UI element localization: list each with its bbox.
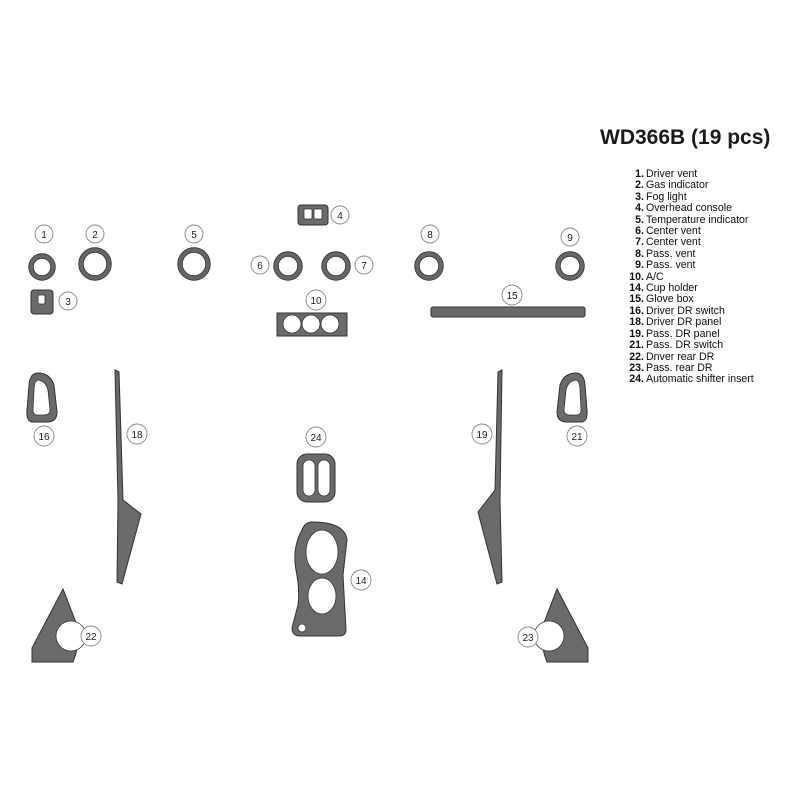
svg-text:16: 16 xyxy=(38,432,50,443)
part-3-fog-light xyxy=(30,289,54,315)
part-22-driver-rear-dr xyxy=(31,587,87,663)
legend-item: 4.Overhead console xyxy=(635,202,732,215)
part-23-pass-rear-dr xyxy=(533,587,589,663)
part-15-glove-box xyxy=(430,306,586,318)
svg-text:1: 1 xyxy=(41,230,47,241)
svg-text:15: 15 xyxy=(506,291,518,302)
legend-item: 9.Pass. vent xyxy=(635,259,696,272)
callout-2: 2 xyxy=(85,224,105,244)
svg-text:18: 18 xyxy=(131,430,143,441)
part-18-driver-dr-panel xyxy=(114,369,142,585)
kit-title: WD366B (19 pcs) xyxy=(600,126,771,149)
callout-10: 10 xyxy=(305,289,327,311)
part-16-driver-dr-switch xyxy=(26,372,58,423)
legend-item: 19.Pass. DR panel xyxy=(629,327,720,340)
callout-19: 19 xyxy=(471,423,493,445)
svg-text:2: 2 xyxy=(92,230,98,241)
callout-23: 23 xyxy=(517,626,539,648)
callout-24: 24 xyxy=(305,426,327,448)
legend-item: 10.A/C xyxy=(629,270,664,283)
part-14-cup-holder xyxy=(291,521,348,637)
callout-6: 6 xyxy=(250,255,270,275)
legend-item: 24.Automatic shifter insert xyxy=(629,373,754,386)
part-19-pass-dr-panel xyxy=(477,369,503,585)
svg-text:23: 23 xyxy=(522,633,534,644)
svg-text:8: 8 xyxy=(427,230,433,241)
part-4-overhead-console xyxy=(297,204,329,226)
callout-4: 4 xyxy=(330,205,350,225)
svg-text:24: 24 xyxy=(310,433,322,444)
callout-22: 22 xyxy=(80,625,102,647)
legend-item: 5.Temperature indicator xyxy=(635,213,749,226)
part-5-temperature-indicator xyxy=(177,247,211,281)
callout-14: 14 xyxy=(350,569,372,591)
legend-item: 3.Fog light xyxy=(635,190,687,203)
legend-item: 16.Driver DR switch xyxy=(629,304,725,317)
legend-item: 15.Glove box xyxy=(629,293,694,306)
callout-9: 9 xyxy=(560,227,580,247)
svg-text:7: 7 xyxy=(361,261,367,272)
legend-item: 8.Pass. vent xyxy=(635,247,696,260)
svg-text:3: 3 xyxy=(65,297,71,308)
legend-item: 22.Dnver rear DR xyxy=(629,350,715,363)
callout-15: 15 xyxy=(501,284,523,306)
callout-16: 16 xyxy=(33,425,55,447)
legend-item: 14.Cup holder xyxy=(629,282,698,295)
callout-21: 21 xyxy=(566,425,588,447)
legend-item: 2.Gas indicator xyxy=(635,179,709,192)
parts-legend: 1.Driver vent 2.Gas indicator 3.Fog ligh… xyxy=(628,168,754,386)
callout-5: 5 xyxy=(184,224,204,244)
part-21-pass-dr-switch xyxy=(556,372,588,423)
svg-text:9: 9 xyxy=(567,233,573,244)
part-9-pass-vent xyxy=(555,251,585,281)
part-7-center-vent xyxy=(321,251,351,281)
part-2-gas-indicator xyxy=(78,247,112,281)
callout-18: 18 xyxy=(126,423,148,445)
part-6-center-vent xyxy=(273,251,303,281)
part-1-driver-vent xyxy=(28,253,56,281)
callout-1: 1 xyxy=(34,224,54,244)
legend-item: 7.Center vent xyxy=(635,236,701,249)
legend-item: 23.Pass. rear DR xyxy=(629,361,713,374)
legend-item: 1.Driver vent xyxy=(635,168,698,180)
svg-text:19: 19 xyxy=(476,430,488,441)
part-8-pass-vent xyxy=(414,251,444,281)
legend-item: 21.Pass. DR switch xyxy=(629,339,724,352)
part-24-automatic-shifter-insert xyxy=(296,453,336,503)
svg-text:4: 4 xyxy=(337,211,343,222)
svg-text:5: 5 xyxy=(191,230,197,241)
svg-text:22: 22 xyxy=(85,632,97,643)
svg-text:6: 6 xyxy=(257,261,263,272)
callout-3: 3 xyxy=(58,291,78,311)
legend-item: 18.Driver DR panel xyxy=(629,316,722,329)
callout-8: 8 xyxy=(420,224,440,244)
callout-7: 7 xyxy=(354,255,374,275)
svg-text:10: 10 xyxy=(310,296,322,307)
svg-text:21: 21 xyxy=(571,432,583,443)
legend-item: 6.Center vent xyxy=(635,225,701,238)
svg-text:14: 14 xyxy=(355,576,367,587)
part-10-ac xyxy=(276,312,348,337)
